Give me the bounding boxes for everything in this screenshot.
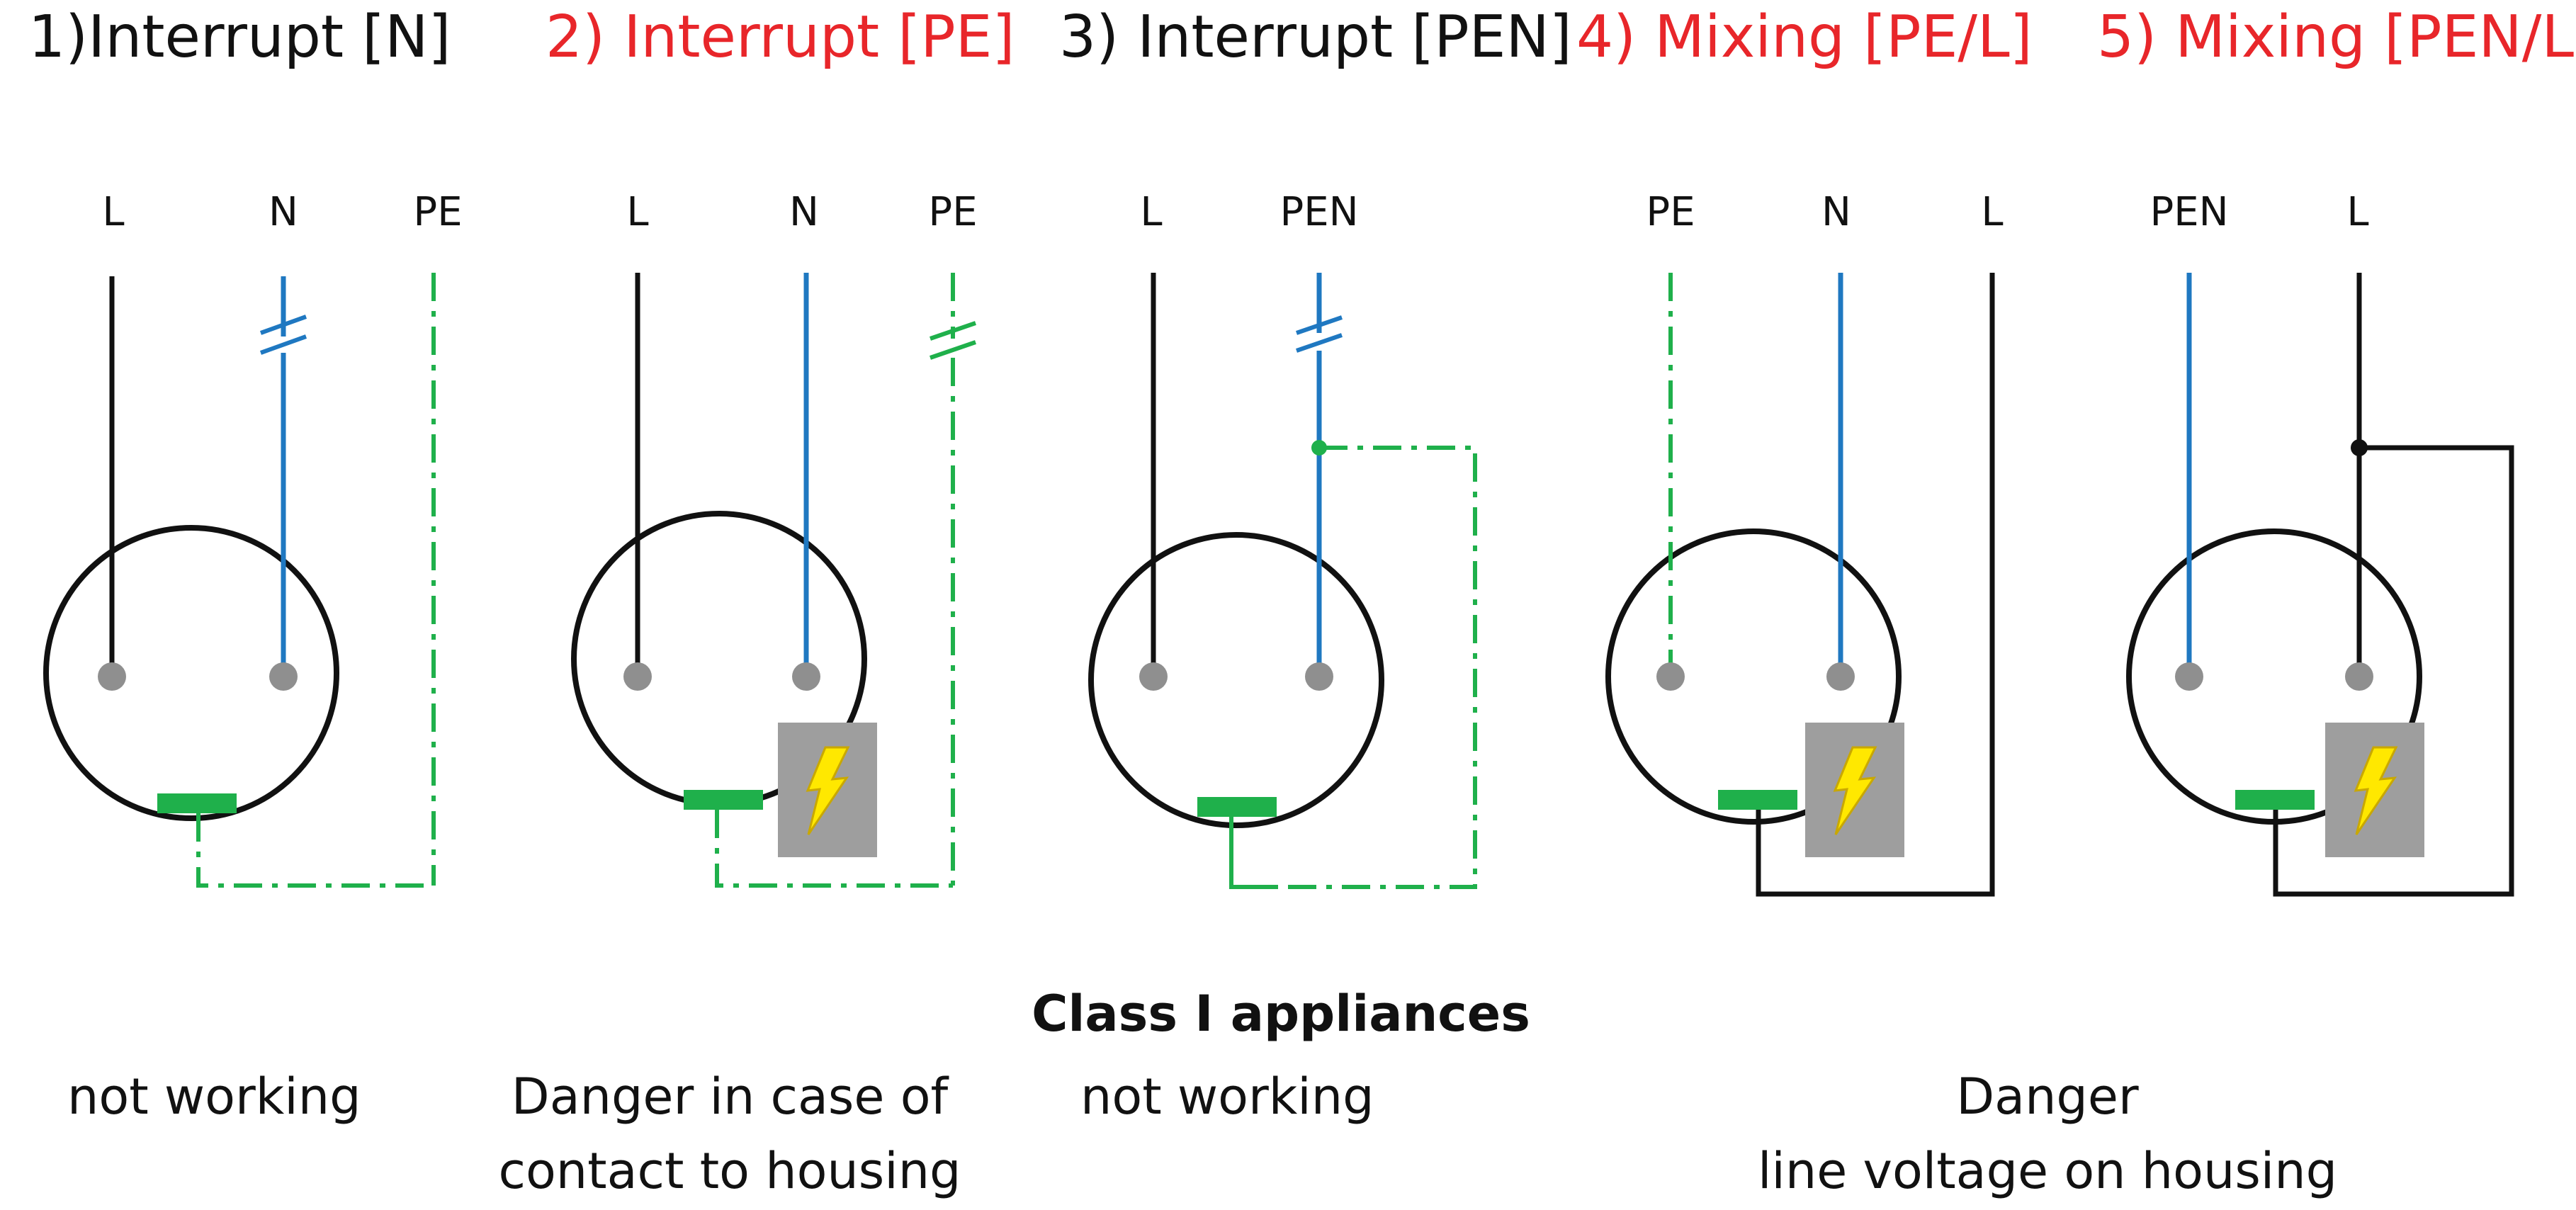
- wire-label-L: L: [626, 189, 648, 235]
- ground-wire: [715, 810, 953, 888]
- panel-1: L N PE: [43, 189, 463, 888]
- socket-outline: [1088, 532, 1384, 828]
- pin-L: [2345, 662, 2373, 691]
- wire-label-PE: PE: [928, 189, 977, 235]
- break-mark: [259, 334, 307, 355]
- ground-contact: [2235, 790, 2315, 810]
- ground-contact: [157, 793, 237, 813]
- pen-bridge-wire: [1275, 446, 1477, 889]
- caption-panel-2-line2: contact to housing: [498, 1142, 961, 1200]
- pin-PEN: [2175, 662, 2203, 691]
- ground-contact: [1197, 797, 1277, 817]
- wire-label-N: N: [1821, 189, 1851, 235]
- socket-outline: [1605, 528, 1902, 825]
- panel-3: L PEN: [1088, 189, 1477, 889]
- pin-L: [1139, 662, 1168, 691]
- caption-panel-2-line1: Danger in case of: [512, 1068, 949, 1126]
- pin-PEN: [1305, 662, 1333, 691]
- caption-panels-45-line2: line voltage on housing: [1758, 1142, 2337, 1200]
- caption-panels-45-line1: Danger: [1956, 1068, 2139, 1126]
- panel-5: PEN L: [2126, 189, 2514, 897]
- wire-label-PE: PE: [1646, 189, 1695, 235]
- caption-panel-1: not working: [67, 1068, 361, 1126]
- l-bridge-to-housing: [2273, 445, 2514, 897]
- ground-wire: [1229, 817, 1275, 889]
- panel-5-title: 5) Mixing [PEN/L]: [2097, 4, 2576, 71]
- wire-label-PEN: PEN: [2150, 189, 2228, 235]
- socket-outline: [43, 525, 339, 821]
- wire-label-PEN: PEN: [1279, 189, 1358, 235]
- class-label: Class I appliances: [1032, 985, 1530, 1043]
- wire-label-L: L: [102, 189, 124, 235]
- pin-N: [792, 662, 820, 691]
- ground-wire: [196, 813, 434, 888]
- panel-2: L N PE: [571, 189, 978, 888]
- break-mark: [930, 340, 976, 360]
- wire-L-to-housing: [1756, 273, 1995, 897]
- wire-label-L: L: [1140, 189, 1162, 235]
- panel-1-title: 1)Interrupt [N]: [28, 4, 451, 71]
- break-mark: [1296, 333, 1343, 353]
- wire-label-PE: PE: [413, 189, 462, 235]
- break-mark: [1296, 315, 1343, 335]
- caption-panel-3: not working: [1080, 1068, 1374, 1126]
- wire-label-N: N: [269, 189, 298, 235]
- pin-L: [98, 662, 126, 691]
- pin-N: [269, 662, 298, 691]
- panel-2-title: 2) Interrupt [PE]: [546, 4, 1015, 71]
- pin-L: [623, 662, 652, 691]
- panel-4-title: 4) Mixing [PE/L]: [1576, 4, 2033, 71]
- pin-N: [1826, 662, 1855, 691]
- break-mark: [259, 315, 307, 335]
- ground-contact: [1718, 790, 1797, 810]
- wire-label-L: L: [2346, 189, 2368, 235]
- panel-4: PE N L: [1605, 189, 2004, 897]
- ground-contact: [684, 790, 763, 810]
- break-mark: [930, 321, 976, 341]
- wire-label-N: N: [789, 189, 819, 235]
- panel-3-title: 3) Interrupt [PEN]: [1059, 4, 1572, 71]
- pin-PE: [1656, 662, 1685, 691]
- wire-label-L: L: [1981, 189, 2003, 235]
